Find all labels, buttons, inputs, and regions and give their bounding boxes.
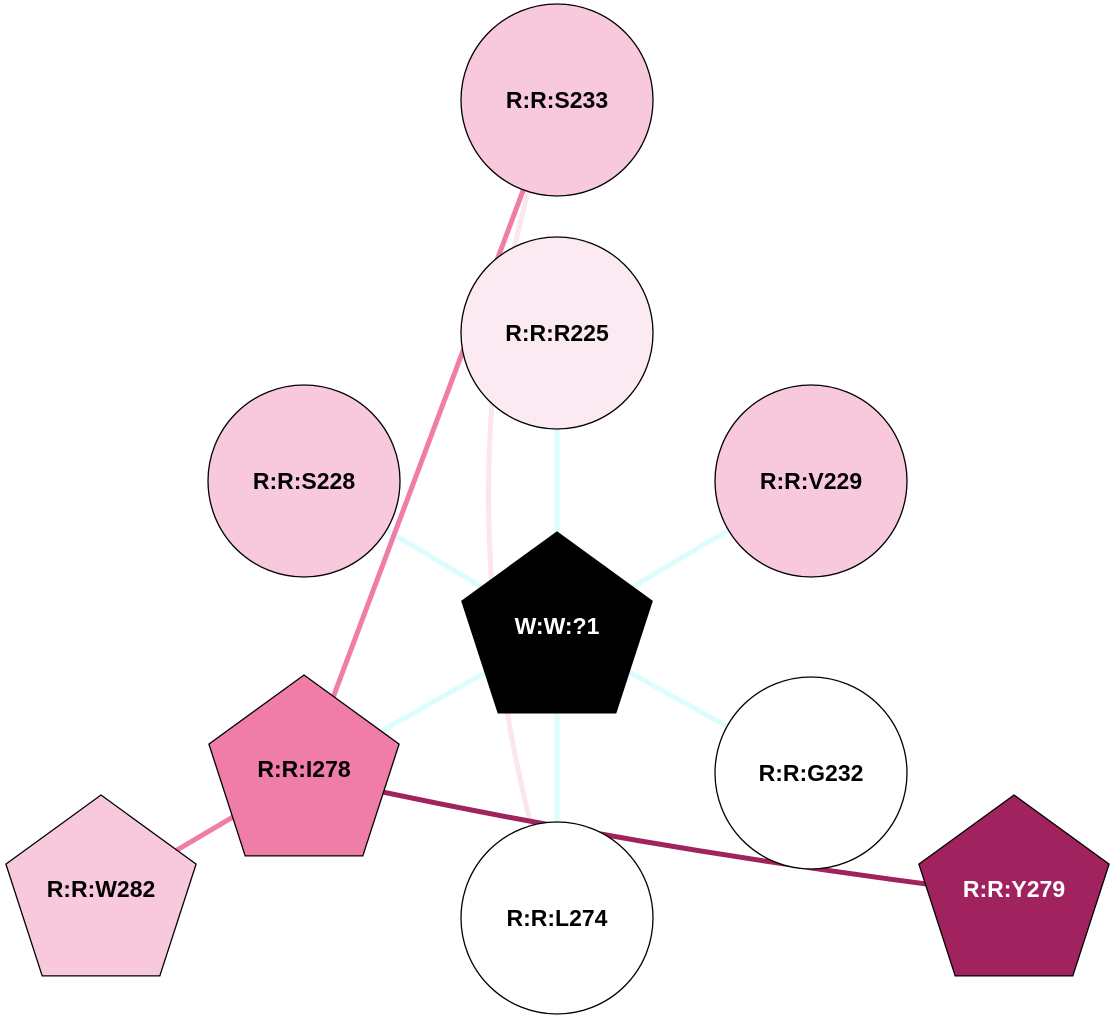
node-label: R:R:S233 xyxy=(506,87,608,113)
node-label: R:R:I278 xyxy=(257,756,351,782)
node-label: R:R:W282 xyxy=(47,876,156,902)
node-label: R:R:G232 xyxy=(759,760,864,786)
node-circle[interactable] xyxy=(714,384,908,578)
node-label: R:R:R225 xyxy=(505,320,609,346)
edge-i278-y279 xyxy=(303,772,1015,898)
node-pentagon[interactable] xyxy=(5,794,197,977)
node-pentagon[interactable] xyxy=(208,674,400,857)
node-circle[interactable] xyxy=(460,236,654,430)
node-circle[interactable] xyxy=(460,3,654,197)
node-y279[interactable]: R:R:Y279 xyxy=(918,794,1110,977)
edge-s233-l274 xyxy=(486,99,560,919)
node-pentagon[interactable] xyxy=(461,531,653,714)
node-label: R:R:Y279 xyxy=(963,876,1065,902)
edge-s233-i278 xyxy=(301,99,560,776)
node-pentagon[interactable] xyxy=(918,794,1110,977)
node-g232[interactable]: R:R:G232 xyxy=(714,676,908,870)
node-s228[interactable]: R:R:S228 xyxy=(207,384,401,578)
node-w1[interactable]: W:W:?1 xyxy=(461,531,653,714)
node-v229[interactable]: R:R:V229 xyxy=(714,384,908,578)
node-w282[interactable]: R:R:W282 xyxy=(5,794,197,977)
node-r225[interactable]: R:R:R225 xyxy=(460,236,654,430)
node-circle[interactable] xyxy=(714,676,908,870)
node-label: W:W:?1 xyxy=(515,613,600,639)
node-label: R:R:V229 xyxy=(760,468,862,494)
node-circle[interactable] xyxy=(207,384,401,578)
node-circle[interactable] xyxy=(460,821,654,1015)
node-l274[interactable]: R:R:L274 xyxy=(460,821,654,1015)
node-label: R:R:S228 xyxy=(253,468,355,494)
node-i278[interactable]: R:R:I278 xyxy=(208,674,400,857)
node-s233[interactable]: R:R:S233 xyxy=(460,3,654,197)
node-label: R:R:L274 xyxy=(507,905,608,931)
